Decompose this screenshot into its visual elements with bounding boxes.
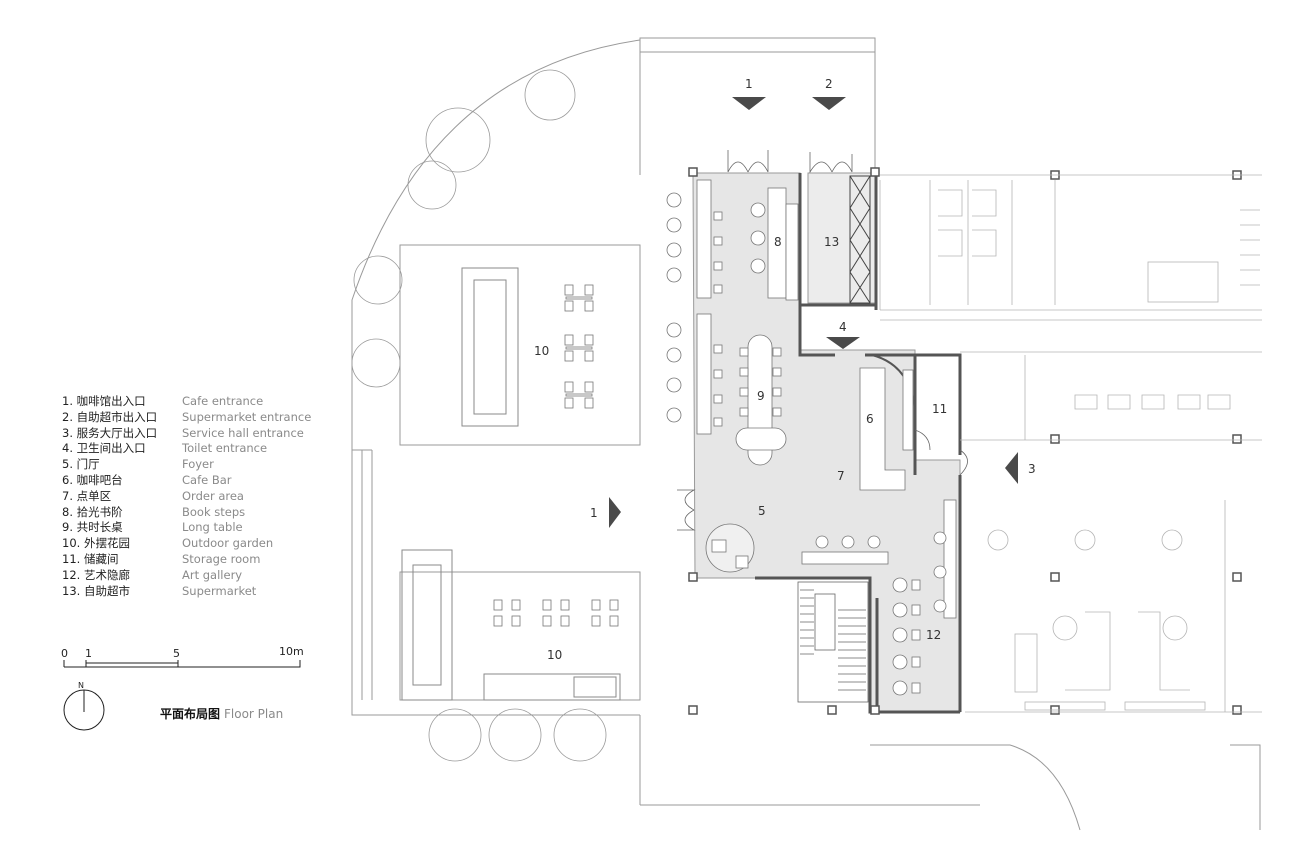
legend: 1. 咖啡馆出入口 Cafe entrance 2. 自助超市出入口 Supermar… (62, 394, 311, 599)
legend-row: 4. 卫生间出入口 Toilet entrance (62, 441, 311, 457)
legend-label-en: Cafe entrance (182, 394, 264, 408)
legend-label-zh: 2. 自助超市出入口 (62, 409, 158, 424)
arrow-3-right (1005, 452, 1018, 484)
label-entrance-2: 2 (825, 77, 833, 91)
legend-label-zh: 6. 咖啡吧台 (62, 472, 123, 487)
arrow-1-top (732, 97, 766, 110)
plan-title-zh: 平面布局图 (160, 707, 221, 721)
label-entrance-1b: 1 (590, 506, 598, 520)
label-gallery: 12 (926, 628, 941, 642)
arrow-4 (826, 337, 860, 349)
arrow-1-left (609, 497, 621, 528)
scale-label-1: 1 (85, 647, 92, 660)
legend-label-zh: 4. 卫生间出入口 (62, 441, 146, 456)
scale-label-0: 0 (61, 647, 68, 660)
legend-row: 7. 点单区 Order area (62, 489, 311, 505)
scale-label-10m: 10m (279, 645, 304, 658)
legend-label-en: Toilet entrance (182, 441, 268, 456)
label-supermarket: 13 (824, 235, 839, 249)
legend-row: 1. 咖啡馆出入口 Cafe entrance (62, 394, 311, 410)
outdoor-tables-bottom (493, 599, 619, 627)
legend-label-zh: 11. 储藏间 (62, 551, 119, 566)
label-order-area: 7 (837, 469, 845, 483)
supermarket-shelves (849, 175, 871, 304)
legend-row: 10. 外摆花园 Outdoor garden (62, 536, 311, 552)
plan-title-en: Floor Plan (224, 707, 284, 721)
legend-label-zh: 8. 拾光书阶 (62, 504, 123, 519)
label-entrance-1: 1 (745, 77, 753, 91)
label-long-table: 9 (757, 389, 765, 403)
garden-outline (351, 37, 1261, 831)
adjacent-building (879, 174, 1262, 713)
planter-top (461, 267, 519, 427)
label-cafe-bar: 6 (866, 412, 874, 426)
legend-label-zh: 10. 外摆花园 (62, 536, 130, 551)
legend-label-en: Art gallery (182, 567, 243, 582)
legend-label-zh: 13. 自助超市 (62, 583, 130, 598)
legend-label-zh: 5. 门厅 (62, 457, 100, 472)
legend-label-en: Outdoor garden (182, 536, 274, 551)
legend-label-en: Cafe Bar (182, 472, 232, 487)
legend-row: 8. 拾光书阶 Book steps (62, 505, 311, 521)
scale-bar (63, 660, 301, 668)
tree-icons (351, 69, 607, 762)
legend-label-zh: 7. 点单区 (62, 488, 112, 503)
planter-bottom (401, 549, 453, 701)
north-label: N (78, 681, 84, 690)
legend-row: 3. 服务大厅出入口 Service hall entrance (62, 426, 311, 442)
legend-label-zh: 1. 咖啡馆出入口 (62, 394, 146, 408)
legend-label-en: Foyer (182, 457, 214, 472)
window-seating (666, 179, 723, 435)
bench (483, 673, 621, 701)
long-table (735, 334, 787, 466)
legend-label-en: Storage room (182, 551, 261, 566)
label-garden-top: 10 (534, 344, 549, 358)
legend-label-en: Supermarket entrance (182, 409, 312, 424)
legend-row: 6. 咖啡吧台 Cafe Bar (62, 473, 311, 489)
legend-label-en: Supermarket (182, 583, 257, 598)
legend-row: 12. 艺术隐廊 Art gallery (62, 568, 311, 584)
north-arrow-icon (63, 689, 105, 731)
legend-label-en: Order area (182, 488, 244, 503)
scale-label-5: 5 (173, 647, 180, 660)
arrow-2-top (812, 97, 846, 110)
legend-row: 9. 共时长桌 Long table (62, 520, 311, 536)
legend-label-en: Book steps (182, 504, 246, 519)
legend-label-zh: 3. 服务大厅出入口 (62, 425, 158, 440)
label-foyer: 5 (758, 504, 766, 518)
book-steps (750, 187, 799, 301)
legend-row: 13. 自助超市 Supermarket (62, 584, 311, 600)
label-entrance-4: 4 (839, 320, 847, 334)
label-entrance-3: 3 (1028, 462, 1036, 476)
label-storage: 11 (932, 402, 947, 416)
legend-label-en: Service hall entrance (182, 425, 304, 440)
legend-label-en: Long table (182, 520, 243, 535)
gallery-seating (801, 499, 957, 696)
legend-label-zh: 12. 艺术隐廊 (62, 567, 130, 582)
supermarket-floor (807, 172, 877, 304)
walls (755, 170, 962, 714)
outdoor-tables-top (564, 284, 594, 409)
legend-row: 2. 自助超市出入口 Supermarket entrance (62, 410, 311, 426)
legend-row: 11. 储藏间 Storage room (62, 552, 311, 568)
label-garden-bottom: 10 (547, 648, 562, 662)
legend-label-zh: 9. 共时长桌 (62, 520, 123, 535)
stair (797, 581, 869, 703)
entrance-arrows (609, 97, 1018, 528)
legend-row: 5. 门厅 Foyer (62, 457, 311, 473)
doors (677, 150, 968, 531)
cafe-bar (859, 367, 914, 491)
label-book-steps: 8 (774, 235, 782, 249)
